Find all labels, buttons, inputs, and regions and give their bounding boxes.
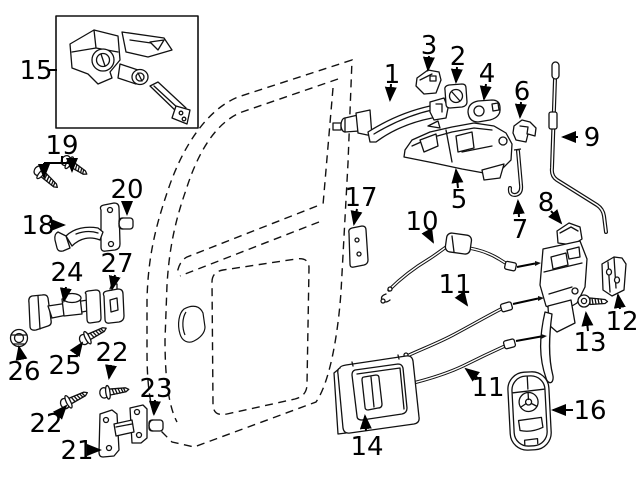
callout-26-arrow <box>15 345 28 361</box>
part-3-handle-end-cap <box>415 69 442 95</box>
door-beltline-upper <box>176 205 318 275</box>
part-9-lock-rod-long <box>548 61 608 234</box>
callout-8-arrow <box>548 209 563 225</box>
part-23-cap <box>148 419 164 432</box>
callout-label-22b: 22 <box>29 409 62 439</box>
callout-1-arrow <box>384 83 397 102</box>
callout-5-arrow <box>451 168 464 189</box>
part-8-door-latch <box>539 222 588 384</box>
part-18-door-check-upper <box>54 202 121 252</box>
part-26-grommet <box>9 328 29 348</box>
callout-label-9: 9 <box>584 123 601 153</box>
callout-label-5: 5 <box>451 185 468 215</box>
part-6-guide-clip <box>512 119 537 143</box>
callout-label-23: 23 <box>139 374 172 404</box>
callout-6-arrow <box>514 101 527 119</box>
part-5-handle-reinforcement <box>403 120 513 181</box>
callout-label-25: 25 <box>48 351 81 381</box>
callout-label-4: 4 <box>479 59 496 89</box>
part-22-screw-lower <box>57 385 91 413</box>
window-rear-edge <box>322 87 334 206</box>
callout-label-16: 16 <box>573 396 606 426</box>
callout-11b-arrow <box>464 367 480 382</box>
door-beltline-lower <box>179 221 320 277</box>
callout-10-arrow <box>421 227 434 244</box>
part-20-cap <box>118 217 134 230</box>
part-24-door-check-lower <box>28 289 102 331</box>
callout-label-2: 2 <box>450 42 467 72</box>
callout-22a-arrow <box>105 364 117 380</box>
callout-labels: 15 19 18 20 24 27 26 25 22 23 22 21 17 1… <box>7 31 638 466</box>
callout-leads <box>15 55 626 456</box>
callout-label-3: 3 <box>421 31 438 61</box>
callout-25-arrow <box>69 341 84 358</box>
part-11-lock-cable-upper <box>397 296 544 369</box>
door-panel-inset <box>211 258 310 416</box>
callout-11a-arrow <box>454 290 469 307</box>
part-14-inside-handle-cup <box>333 354 420 435</box>
callout-label-12: 12 <box>605 307 638 337</box>
part-12-striker-bracket <box>601 256 627 297</box>
callout-label-18: 18 <box>21 211 54 241</box>
part-17-mounting-plate <box>348 225 369 268</box>
callout-label-22a: 22 <box>95 338 128 368</box>
callout-label-19: 19 <box>45 131 78 161</box>
part-15-lock-cylinder-kit <box>55 15 199 129</box>
callout-label-1: 1 <box>384 60 401 90</box>
callout-14-arrow <box>359 414 372 432</box>
door-inner-edge <box>164 78 339 423</box>
callout-label-17: 17 <box>344 183 377 213</box>
callout-label-15: 15 <box>19 56 52 86</box>
part-21-hinge-bracket <box>98 404 148 458</box>
callout-label-20: 20 <box>110 175 143 205</box>
part-13-bolt <box>577 294 609 308</box>
callout-label-26: 26 <box>7 357 40 387</box>
door-outline <box>146 59 353 448</box>
part-27-bracket-plate <box>102 283 125 324</box>
part-4-handle-cover <box>467 99 501 123</box>
callout-17-arrow <box>350 208 363 226</box>
callout-label-27: 27 <box>100 249 133 279</box>
callout-3-arrow <box>422 55 435 72</box>
callout-label-11a: 11 <box>438 270 471 300</box>
callout-12-arrow <box>613 293 626 310</box>
callout-label-21: 21 <box>60 436 93 466</box>
part-2-lock-cylinder-bezel <box>444 83 468 109</box>
callout-4-arrow <box>479 83 492 101</box>
callout-label-10: 10 <box>405 207 438 237</box>
part-1-outside-door-handle <box>332 97 449 143</box>
callout-label-24: 24 <box>50 258 83 288</box>
callout-23-arrow <box>148 399 161 416</box>
part-10-release-cable <box>380 232 541 304</box>
door-pocket-detail <box>178 305 206 343</box>
callout-label-8: 8 <box>538 188 555 218</box>
callout-7-arrow <box>512 199 525 218</box>
callout-2-arrow <box>450 66 463 84</box>
part-7-lock-rod <box>507 148 524 198</box>
callout-24-arrow <box>59 286 72 303</box>
callout-label-6: 6 <box>514 77 531 107</box>
callout-label-14: 14 <box>350 432 383 462</box>
part-16-key-fob <box>507 371 552 451</box>
callout-label-7: 7 <box>512 215 529 245</box>
callout-27-arrow <box>108 274 121 291</box>
part-22-screw-upper <box>98 381 131 401</box>
callout-13-arrow <box>581 311 594 332</box>
door-outer-edge <box>146 59 353 448</box>
callout-22b-arrow <box>52 404 68 420</box>
callout-label-11b: 11 <box>471 373 504 403</box>
callout-label-13: 13 <box>573 328 606 358</box>
